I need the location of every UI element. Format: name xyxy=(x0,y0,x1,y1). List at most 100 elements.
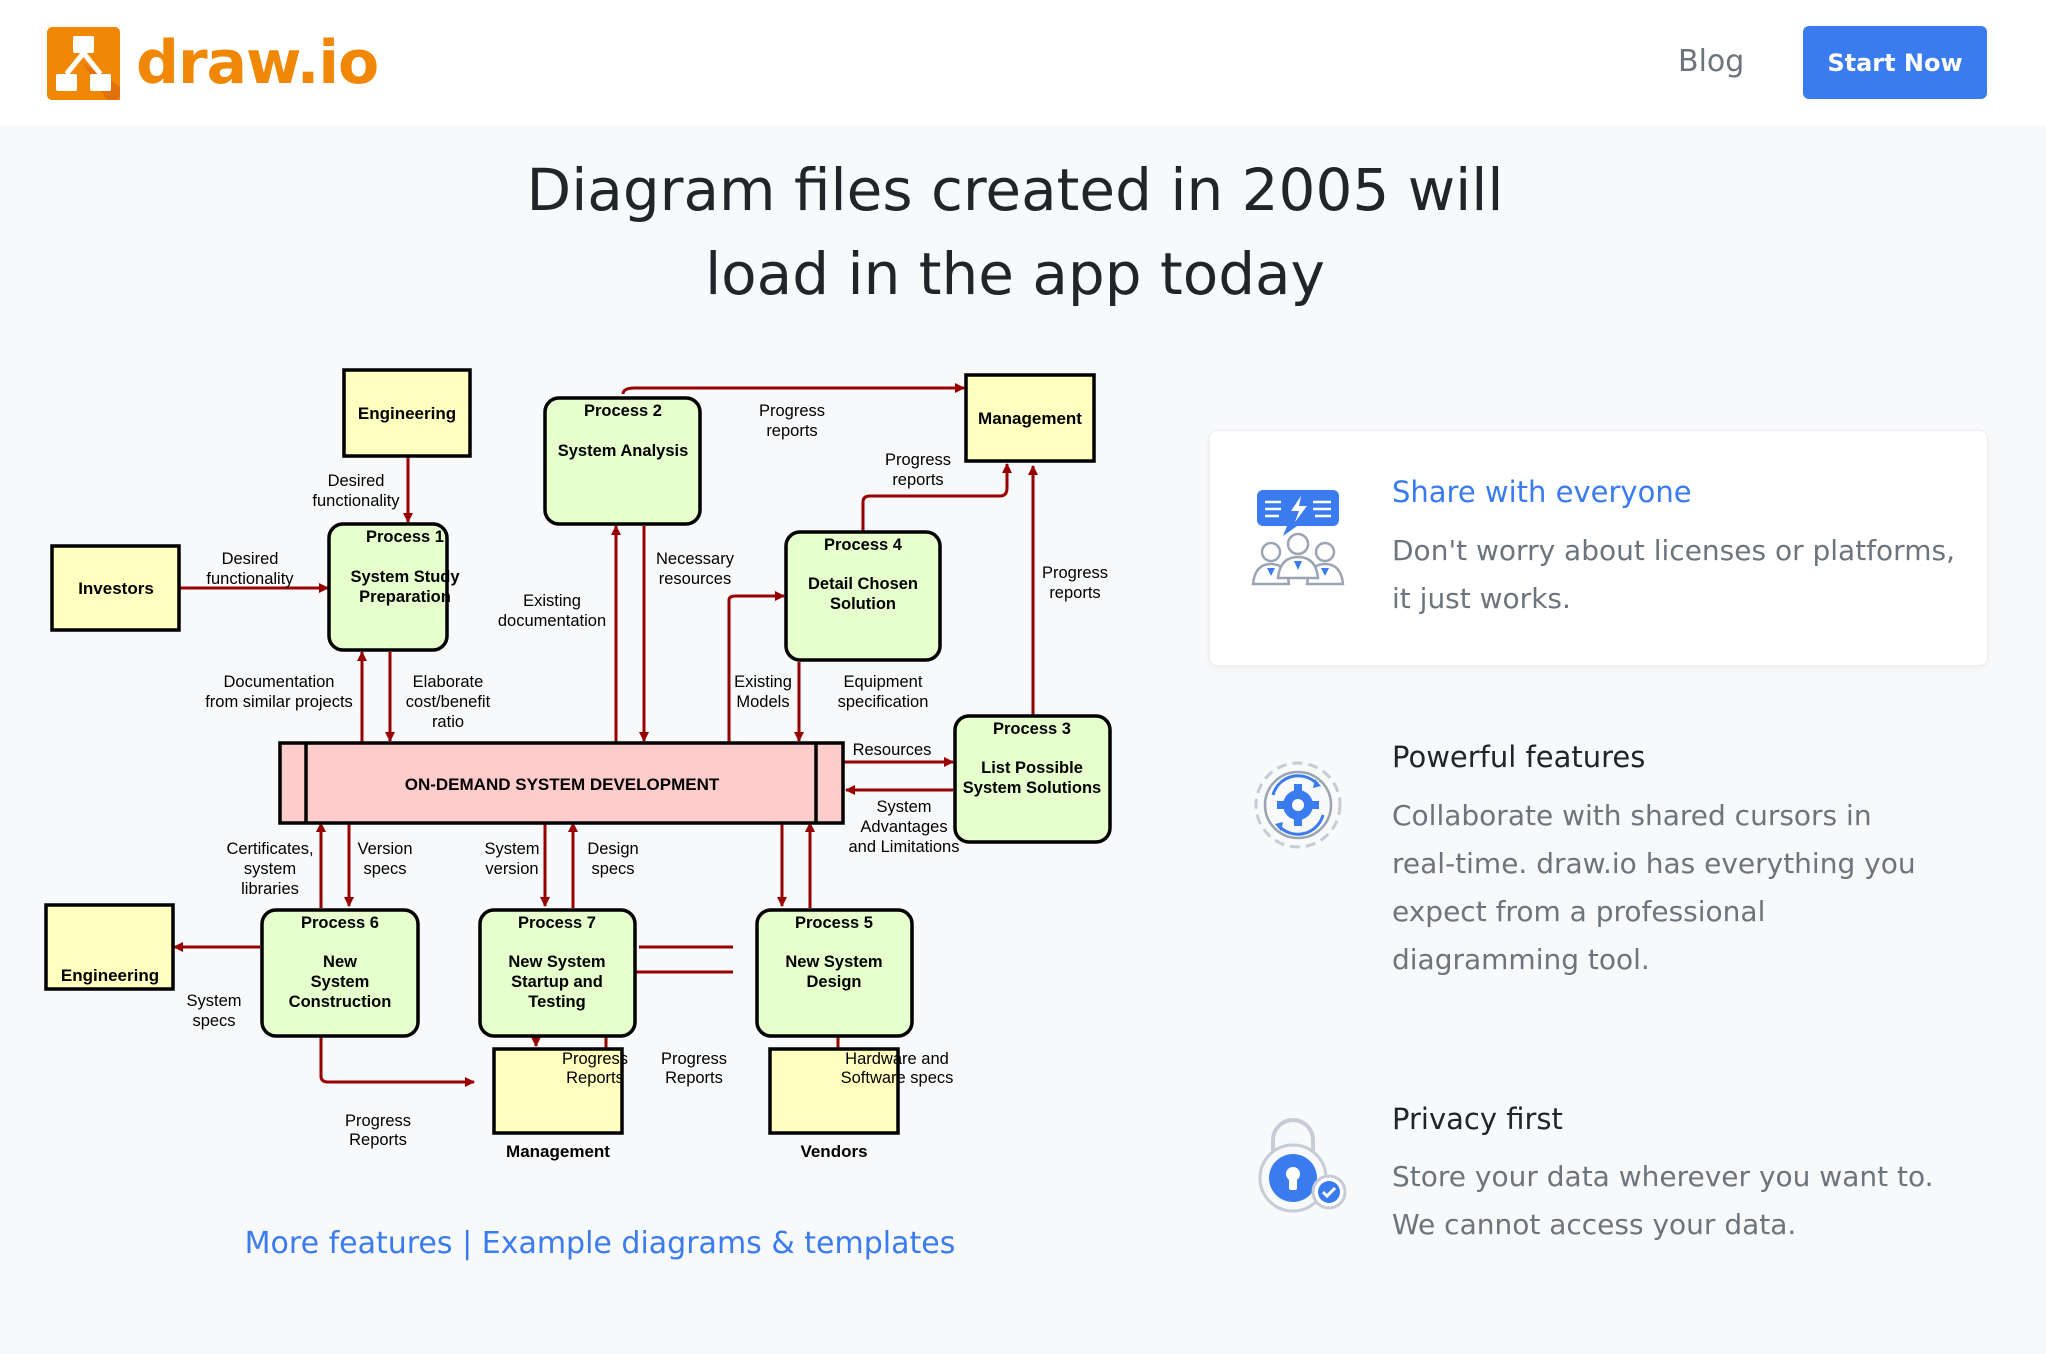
flow-label: libraries xyxy=(241,880,299,898)
feature-text-line: Store your data wherever you want to. xyxy=(1392,1160,1934,1193)
padlock-check-icon xyxy=(1258,1118,1347,1213)
flow-label: documentation xyxy=(498,612,606,630)
process-1-box xyxy=(327,522,449,652)
flow-label: Reports xyxy=(566,1069,624,1087)
flow-label: functionality xyxy=(206,570,294,588)
process-text: System Solutions xyxy=(963,779,1101,797)
entity-management-top xyxy=(964,373,1096,463)
arrow-p2-to-management xyxy=(621,383,965,395)
process-text: System Study xyxy=(350,568,460,586)
flow-label: Documentation xyxy=(224,673,335,691)
drawio-logo-icon[interactable] xyxy=(47,27,120,100)
flow-label: Progress xyxy=(1042,564,1108,582)
flow-label: Reports xyxy=(349,1131,407,1149)
flow-label: Existing xyxy=(734,673,792,691)
process-text: New System xyxy=(508,953,605,971)
feature-text-line: Collaborate with shared cursors in xyxy=(1392,799,1872,832)
process-4-box xyxy=(784,530,942,662)
example-diagrams-link[interactable]: Example diagrams & templates xyxy=(481,1226,956,1261)
feature-card-share xyxy=(1209,430,1988,666)
feature-title-share: Share with everyone xyxy=(1392,475,1692,509)
arrow-p6-to-management xyxy=(319,996,475,1087)
process-text: System xyxy=(311,973,370,991)
process-2-box xyxy=(543,396,702,526)
flow-label: specs xyxy=(363,860,406,878)
feature-text-privacy: Store your data wherever you want to. We… xyxy=(1392,1153,1972,1249)
entity-vendors xyxy=(768,1047,900,1135)
more-features-link[interactable]: More features xyxy=(244,1226,453,1261)
process-text: Design xyxy=(806,973,861,991)
feature-text-line: diagramming tool. xyxy=(1392,943,1650,976)
feature-title-privacy: Privacy first xyxy=(1392,1102,1563,1136)
flow-label: Design xyxy=(587,840,638,858)
flow-label: Progress xyxy=(885,451,951,469)
flow-label: Hardware and xyxy=(845,1050,949,1068)
entity-label: Engineering xyxy=(61,966,159,985)
flow-label: Desired xyxy=(328,472,385,490)
page-headline: Diagram files created in 2005 will load … xyxy=(400,148,1630,316)
flow-label: Elaborate xyxy=(413,673,484,691)
flow-label: System xyxy=(484,840,539,858)
entity-label: Management xyxy=(506,1142,610,1161)
process-text: New System xyxy=(785,953,882,971)
flow-label: from similar projects xyxy=(205,693,353,711)
flow-label: Progress xyxy=(759,402,825,420)
headline-line-1: Diagram files created in 2005 will xyxy=(526,156,1504,224)
share-people-icon xyxy=(1251,490,1345,586)
process-text: New xyxy=(323,953,357,971)
process-3-box xyxy=(953,714,1112,844)
flow-label: ratio xyxy=(432,713,464,731)
flow-label: cost/benefit xyxy=(406,693,491,711)
process-7-box xyxy=(478,908,637,1038)
flow-label: specs xyxy=(192,1012,235,1030)
flow-label: Progress xyxy=(562,1050,628,1068)
process-number: Process 1 xyxy=(366,528,444,546)
feature-text-line: real-time. draw.io has everything you xyxy=(1392,847,1916,880)
example-diagram: Engineering Investors Management Enginee… xyxy=(44,368,1112,1161)
flow-label: Version xyxy=(357,840,412,858)
process-text: Testing xyxy=(528,993,585,1011)
start-now-button[interactable]: Start Now xyxy=(1803,26,1987,99)
flow-label: Progress xyxy=(345,1112,411,1130)
datastore-label: ON-DEMAND SYSTEM DEVELOPMENT xyxy=(405,775,720,794)
nav-blog-link[interactable]: Blog xyxy=(1678,44,1745,79)
feature-text-share: Don't worry about licenses or platforms,… xyxy=(1392,527,1972,623)
datastore xyxy=(278,741,845,825)
headline-line-2: load in the app today xyxy=(705,240,1325,308)
process-number: Process 3 xyxy=(993,720,1071,738)
process-number: Process 5 xyxy=(795,914,873,932)
diagram-links: More features | Example diagrams & templ… xyxy=(200,1222,1000,1266)
entity-investors xyxy=(50,544,181,632)
gear-sync-icon xyxy=(1254,761,1342,849)
flow-label: Equipment xyxy=(844,673,923,691)
process-text: Solution xyxy=(830,595,896,613)
arrow-p4-to-management xyxy=(861,463,1012,532)
feature-text-line: We cannot access your data. xyxy=(1392,1208,1797,1241)
arrow-ds-to-p4 xyxy=(727,591,785,743)
process-number: Process 7 xyxy=(518,914,596,932)
flow-label: Existing xyxy=(523,592,581,610)
process-number: Process 2 xyxy=(584,402,662,420)
entity-management-bottom xyxy=(492,1047,624,1135)
flow-label: resources xyxy=(659,570,731,588)
link-separator: | xyxy=(462,1226,473,1261)
external-entities xyxy=(44,368,1096,1135)
flow-label: Certificates, xyxy=(226,840,313,858)
process-text: Preparation xyxy=(359,588,451,606)
entity-label: Vendors xyxy=(800,1142,867,1161)
flow-label: specification xyxy=(838,693,929,711)
entity-engineering-top xyxy=(342,368,472,458)
process-text: Detail Chosen xyxy=(808,575,918,593)
flow-label: Progress xyxy=(661,1050,727,1068)
feature-text-line: expect from a professional xyxy=(1392,895,1766,928)
brand-name[interactable]: draw.io xyxy=(136,28,379,98)
flow-label: and Limitations xyxy=(849,838,960,856)
flow-label: specs xyxy=(591,860,634,878)
entity-label: Investors xyxy=(78,579,154,598)
flow-label: System xyxy=(186,992,241,1010)
flow-label: Models xyxy=(736,693,789,711)
processes xyxy=(260,396,1112,1038)
flow-label: system xyxy=(244,860,296,878)
process-text: Construction xyxy=(289,993,392,1011)
flow-label: Resources xyxy=(853,741,932,759)
